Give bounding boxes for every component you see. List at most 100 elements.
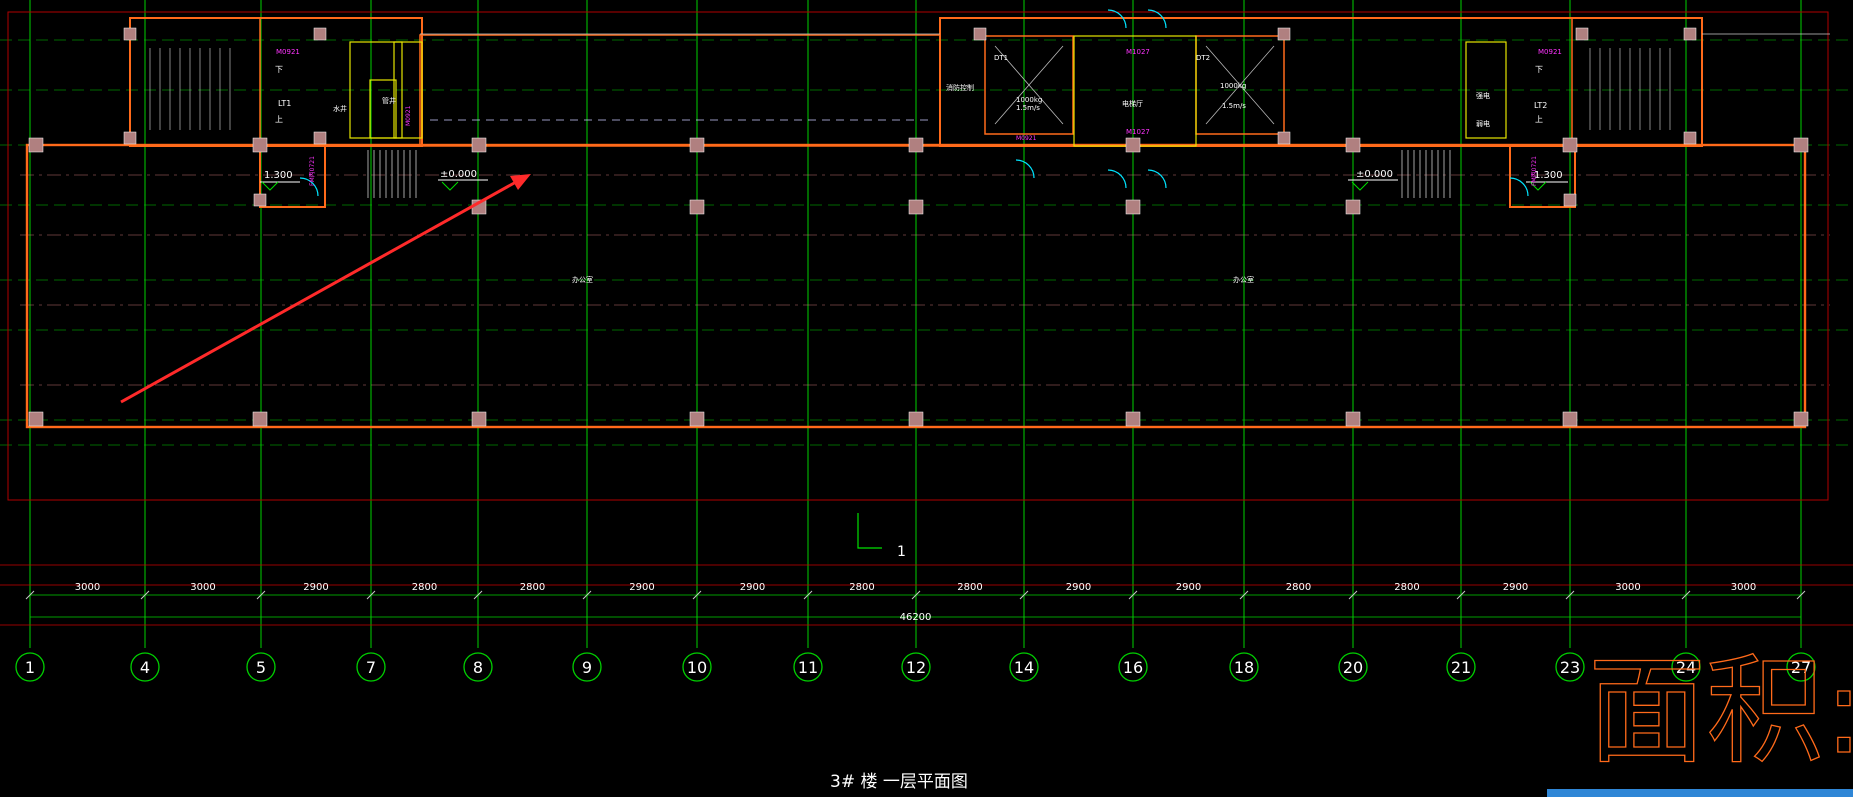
dimension-label: 3000 [190,582,215,593]
elevation-right-stair: 1.300 [1526,170,1568,191]
grid-lines [0,0,1853,648]
elevation-label: 1.300 [264,170,293,181]
room-label: 强电 [1476,91,1490,100]
inner-wall [393,41,423,139]
dimension-label: 2900 [303,582,328,593]
room-label: 办公室 [1233,275,1254,284]
axis-bubble [15,652,45,682]
elevation-label: ±0.000 [440,169,477,180]
elevator-id-right: DT2 [1196,54,1210,62]
axis-bubble [572,652,602,682]
stair-dir-right-bottom: 上 [1535,115,1543,124]
dimension-label: 3000 [1731,582,1756,593]
area-watermark: 面积:3 [1588,642,1853,780]
column [253,193,267,207]
dim-tick [692,590,702,600]
axis-bubble [793,652,823,682]
dim-tick [582,590,592,600]
column [1345,411,1361,427]
column [28,137,44,153]
elevation-label: 1.300 [1534,170,1563,181]
column [123,131,137,145]
axis-label: 7 [366,658,376,677]
stair-id-right: LT2 [1534,101,1547,110]
room-label: 办公室 [572,275,593,284]
elevator-id-left: DT1 [994,54,1008,62]
column [689,199,705,215]
axis-label: 18 [1234,658,1254,677]
door-tag: M0921 [1538,48,1562,56]
door-tag: M0921 [276,48,300,56]
dim-tick [803,590,813,600]
column [1562,411,1578,427]
axis-label: 16 [1123,658,1143,677]
axis-label: 4 [140,658,150,677]
axis-label: 9 [582,658,592,677]
door-tag: FM丙0721 [1531,156,1538,186]
dim-tick [256,590,266,600]
column [313,27,327,41]
door-swing [1509,177,1529,197]
axis-label: 23 [1560,658,1580,677]
elevator-load-left: 1000kg [1016,96,1042,104]
dim-tick [1681,590,1691,600]
axis-bubble [1229,652,1259,682]
axis-label: 24 [1676,658,1696,677]
column [689,137,705,153]
column [908,137,924,153]
wall [129,17,423,147]
lobby-label: 电梯厅 [1122,99,1143,108]
column [1125,199,1141,215]
axis-bubble [1671,652,1701,682]
dim-tick [1565,590,1575,600]
column [689,411,705,427]
room-label: 弱电 [1476,119,1490,128]
door-swing [299,177,319,197]
wall [419,34,941,147]
elevation-left-stair: 1.300 [260,170,300,191]
column [28,411,44,427]
column [1345,137,1361,153]
axis-bubble [1338,652,1368,682]
axis-label: 12 [906,658,926,677]
room-label: 管井 [382,96,396,105]
column [1563,193,1577,207]
axis-label: 10 [687,658,707,677]
building-walls [25,9,1830,429]
dimension-label: 2800 [1286,582,1311,593]
axis-bubble [682,652,712,682]
stair-dir-right-top: 下 [1535,65,1543,74]
dim-tick [1456,590,1466,600]
stair-id-left: LT1 [278,99,291,108]
column [252,137,268,153]
axis-label: 21 [1451,658,1471,677]
dim-tick [473,590,483,600]
axis-label: 14 [1014,658,1034,677]
horizontal-scrollbar[interactable] [1547,789,1853,797]
column [1683,27,1697,41]
red-pointer-arrow [120,174,531,404]
dim-tick [366,590,376,600]
axis-label: 27 [1791,658,1811,677]
elevator-cross [994,45,1064,125]
axis-bubble [463,652,493,682]
door-swing [1015,159,1035,179]
door-tag: M0921 [1016,135,1037,142]
dim-tick [1796,590,1806,600]
column [471,137,487,153]
column [313,131,327,145]
axis-label: 11 [798,658,818,677]
axis-bubble [1555,652,1585,682]
section-mark-label: 1 [897,544,906,560]
elevator-speed-left: 1.5m/s [1016,104,1040,112]
column [1277,27,1291,41]
structural-columns [28,27,1809,427]
dimension-label: 3000 [1615,582,1640,593]
door-tag: M0921 [405,105,412,126]
wall [984,35,1074,135]
column [1562,137,1578,153]
column [471,411,487,427]
